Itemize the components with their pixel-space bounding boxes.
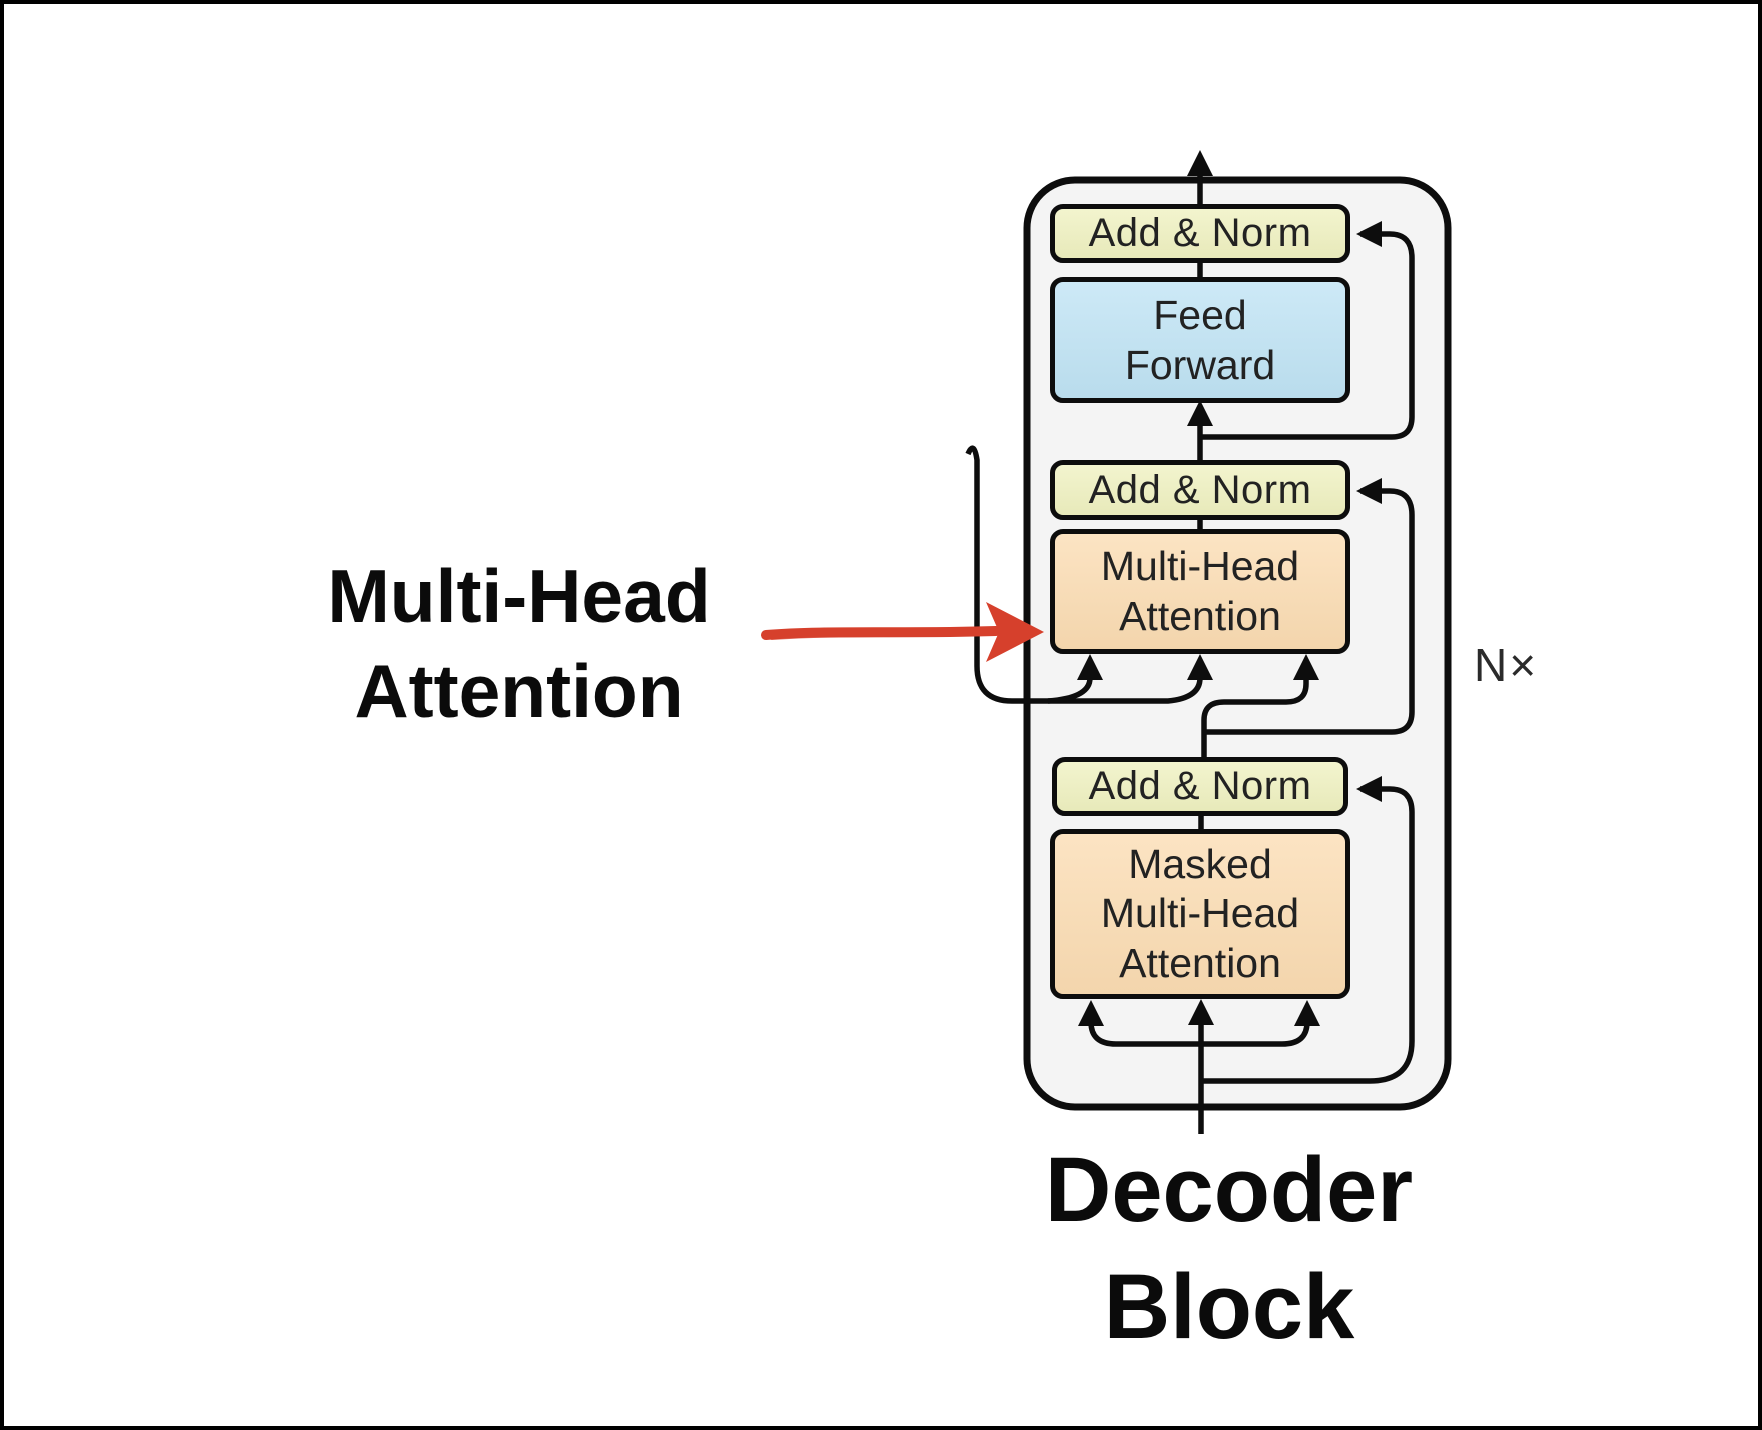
feed-forward-label-line1: Feed — [1153, 291, 1247, 338]
mha-label-line1: Multi-Head — [1100, 543, 1300, 590]
annotation-label-line1: Multi-Head — [327, 554, 711, 638]
mmha-center-arrowhead — [1188, 999, 1214, 1025]
annotation-arrow-shaft-texture — [770, 631, 986, 640]
add-norm-top-box: Add & Norm — [1050, 204, 1350, 263]
add-norm-middle-label: Add & Norm — [1088, 467, 1312, 512]
residual-mid-arrowhead — [1356, 478, 1382, 504]
residual-bottom-arrowhead — [1356, 776, 1382, 802]
repeat-count-label: N× — [1474, 639, 1539, 691]
mha-label-line2: Attention — [1119, 592, 1281, 639]
annotation-arrow-shaft — [761, 626, 1001, 640]
mha-q-arrowhead — [1293, 654, 1319, 680]
masked-multi-head-attention-box: Masked Multi-Head Attention — [1050, 829, 1350, 999]
mha-k-arrowhead — [1187, 654, 1213, 680]
feed-forward-label-line2: Forward — [1124, 342, 1276, 388]
masked-mha-label-line1: Masked — [1128, 841, 1272, 888]
add-norm-top-label: Add & Norm — [1088, 211, 1312, 255]
masked-mha-label-line2: Multi-Head — [1100, 890, 1300, 937]
masked-mha-label-line3: Attention — [1119, 939, 1281, 986]
add-norm-bottom-box: Add & Norm — [1052, 757, 1348, 816]
mha-v-arrowhead — [1077, 654, 1103, 680]
residual-bottom-wire — [1201, 786, 1415, 1084]
caption-label-line1: Decoder — [1044, 1139, 1414, 1241]
mmha-left-arrowhead — [1078, 1000, 1104, 1026]
encoder-input-wire — [965, 445, 1203, 704]
query-wire — [1201, 676, 1309, 761]
multi-head-attention-box: Multi-Head Attention — [1050, 529, 1350, 654]
input-splitter-wire — [1088, 1021, 1310, 1047]
residual-mid-wire — [1204, 488, 1415, 735]
caption-label-line2: Block — [1103, 1255, 1355, 1358]
mmha-right-arrowhead — [1294, 1000, 1320, 1026]
ff-arrowhead — [1187, 400, 1213, 426]
residual-top-wire — [1200, 231, 1415, 440]
add-norm-middle-box: Add & Norm — [1050, 460, 1350, 520]
encoder-branch-wire — [1047, 677, 1093, 704]
add-norm-bottom-label: Add & Norm — [1088, 764, 1312, 808]
annotation-arrowhead — [986, 602, 1044, 662]
annotation-label-line2: Attention — [354, 648, 684, 733]
residual-top-arrowhead — [1356, 221, 1382, 247]
annotation-arrow — [761, 602, 1044, 662]
caption-label: Decoder Block — [934, 1132, 1524, 1366]
output-arrowhead — [1187, 150, 1213, 176]
annotation-label: Multi-Head Attention — [219, 549, 819, 738]
feed-forward-box: Feed Forward — [1050, 277, 1350, 403]
